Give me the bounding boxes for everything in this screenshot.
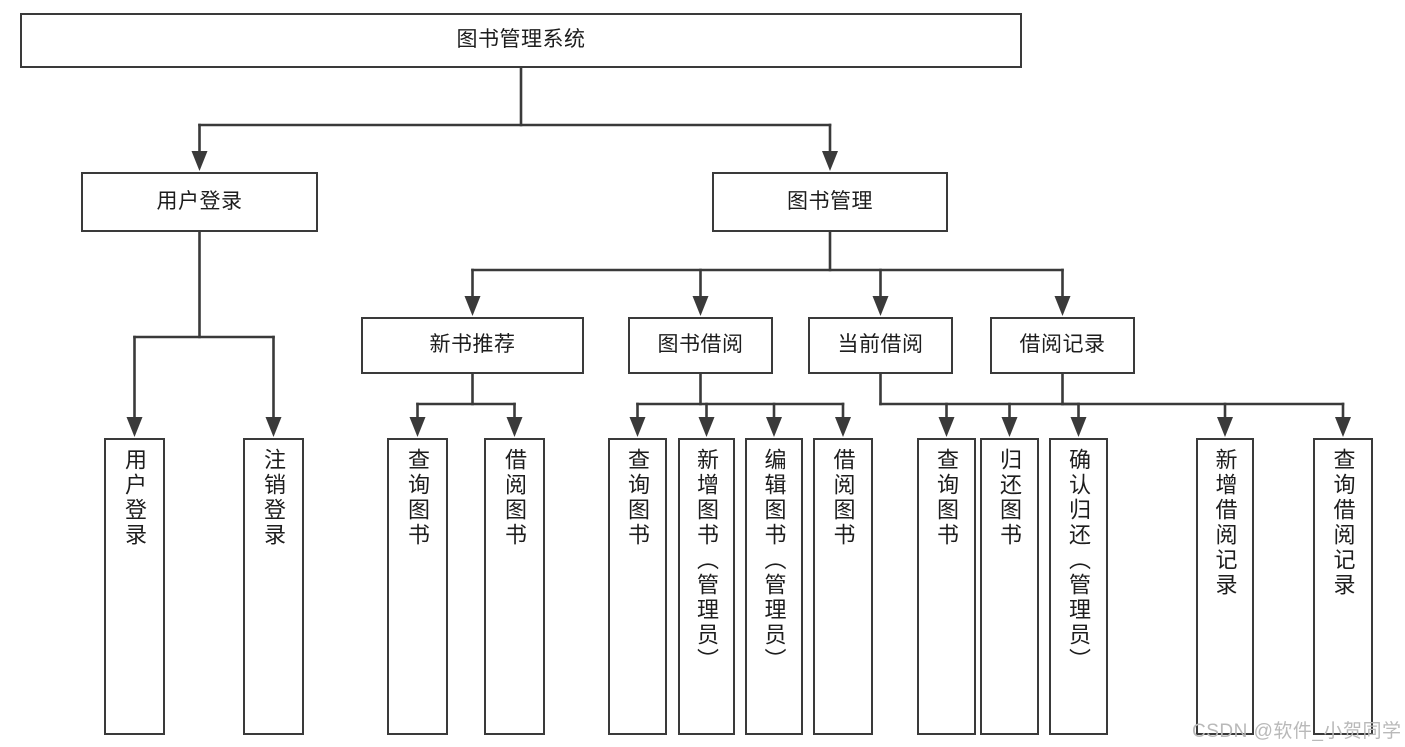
node-label: 归还图书	[997, 448, 1023, 548]
arrowhead-icon	[464, 296, 481, 316]
arrowhead-icon	[822, 151, 838, 171]
node-label: 图书管理	[787, 189, 873, 213]
node-leaf-query-book-3[interactable]: 查询图书	[917, 438, 976, 735]
node-label: 新增借阅记录	[1212, 448, 1238, 598]
node-book-manage[interactable]: 图书管理	[712, 172, 948, 232]
arrowhead-icon	[698, 417, 715, 437]
node-leaf-edit-book[interactable]: 编辑图书（管理员）	[745, 438, 803, 735]
node-label: 查询图书	[934, 448, 960, 548]
node-label: 图书借阅	[657, 333, 744, 357]
node-label: 编辑图书（管理员）	[761, 448, 787, 673]
arrowhead-icon	[1070, 417, 1087, 437]
node-leaf-add-book[interactable]: 新增图书（管理员）	[678, 438, 735, 735]
node-leaf-query-record[interactable]: 查询借阅记录	[1313, 438, 1373, 735]
arrowhead-icon	[265, 417, 282, 437]
node-label: 查询借阅记录	[1330, 448, 1356, 598]
node-leaf-add-record[interactable]: 新增借阅记录	[1196, 438, 1254, 735]
node-label: 图书管理系统	[456, 28, 586, 52]
node-leaf-query-book-2[interactable]: 查询图书	[608, 438, 667, 735]
arrowhead-icon	[1217, 417, 1233, 437]
node-leaf-confirm-return[interactable]: 确认归还（管理员）	[1049, 438, 1108, 735]
node-current-borrow[interactable]: 当前借阅	[808, 317, 953, 374]
node-label: 注销登录	[261, 448, 287, 548]
node-label: 借阅图书	[830, 448, 856, 548]
arrowhead-icon	[1054, 296, 1071, 316]
arrowhead-icon	[872, 296, 889, 316]
node-root[interactable]: 图书管理系统	[20, 13, 1022, 68]
node-label: 查询图书	[625, 448, 651, 548]
arrowhead-icon	[1001, 417, 1018, 437]
node-leaf-return-book[interactable]: 归还图书	[980, 438, 1039, 735]
node-user-login[interactable]: 用户登录	[81, 172, 318, 232]
arrowhead-icon	[692, 296, 709, 316]
node-label: 借阅图书	[502, 448, 528, 548]
arrowhead-icon	[191, 151, 208, 171]
arrowhead-icon	[1335, 417, 1351, 437]
node-label: 当前借阅	[837, 333, 924, 357]
node-leaf-borrow-book-2[interactable]: 借阅图书	[813, 438, 873, 735]
arrowhead-icon	[409, 417, 426, 437]
node-label: 用户登录	[122, 448, 148, 548]
arrowhead-icon	[835, 417, 851, 437]
arrowhead-icon	[126, 417, 143, 437]
node-label: 确认归还（管理员）	[1066, 448, 1092, 673]
node-label: 新书推荐	[429, 333, 516, 357]
node-leaf-user-login[interactable]: 用户登录	[104, 438, 165, 735]
node-leaf-query-book-1[interactable]: 查询图书	[387, 438, 448, 735]
node-label: 借阅记录	[1019, 333, 1106, 357]
arrowhead-icon	[766, 417, 782, 437]
arrowhead-icon	[938, 417, 955, 437]
node-label: 用户登录	[156, 189, 243, 213]
node-book-borrow[interactable]: 图书借阅	[628, 317, 773, 374]
node-label: 查询图书	[405, 448, 431, 548]
node-leaf-logout[interactable]: 注销登录	[243, 438, 304, 735]
node-new-book-rec[interactable]: 新书推荐	[361, 317, 584, 374]
arrowhead-icon	[506, 417, 523, 437]
node-label: 新增图书（管理员）	[694, 448, 720, 673]
arrowhead-icon	[629, 417, 646, 437]
watermark: CSDN @软件_小贺同学	[1192, 721, 1402, 742]
node-leaf-borrow-book-1[interactable]: 借阅图书	[484, 438, 545, 735]
node-borrow-record[interactable]: 借阅记录	[990, 317, 1135, 374]
